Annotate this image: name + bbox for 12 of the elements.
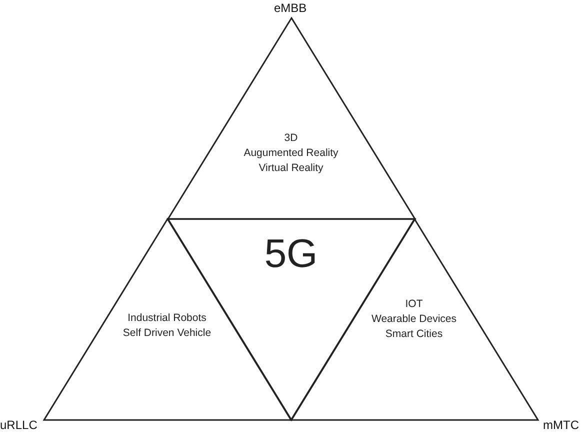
corner-label: eMBB <box>274 1 307 15</box>
section-text: Wearable Devices <box>371 313 456 326</box>
section-text: Smart Cities <box>385 328 443 341</box>
section-text: IOT <box>405 298 423 311</box>
section-text: Augumented Reality <box>244 147 338 160</box>
corner-label: mMTC <box>543 418 579 432</box>
section-text: Virtual Reality <box>258 162 324 175</box>
section-text: Industrial Robots <box>128 312 206 325</box>
section-text: Self Driven Vehicle <box>122 327 212 340</box>
corner-label: uRLLC <box>0 418 38 432</box>
center-title: 5G <box>264 232 318 276</box>
section-text: 3D <box>284 132 298 145</box>
